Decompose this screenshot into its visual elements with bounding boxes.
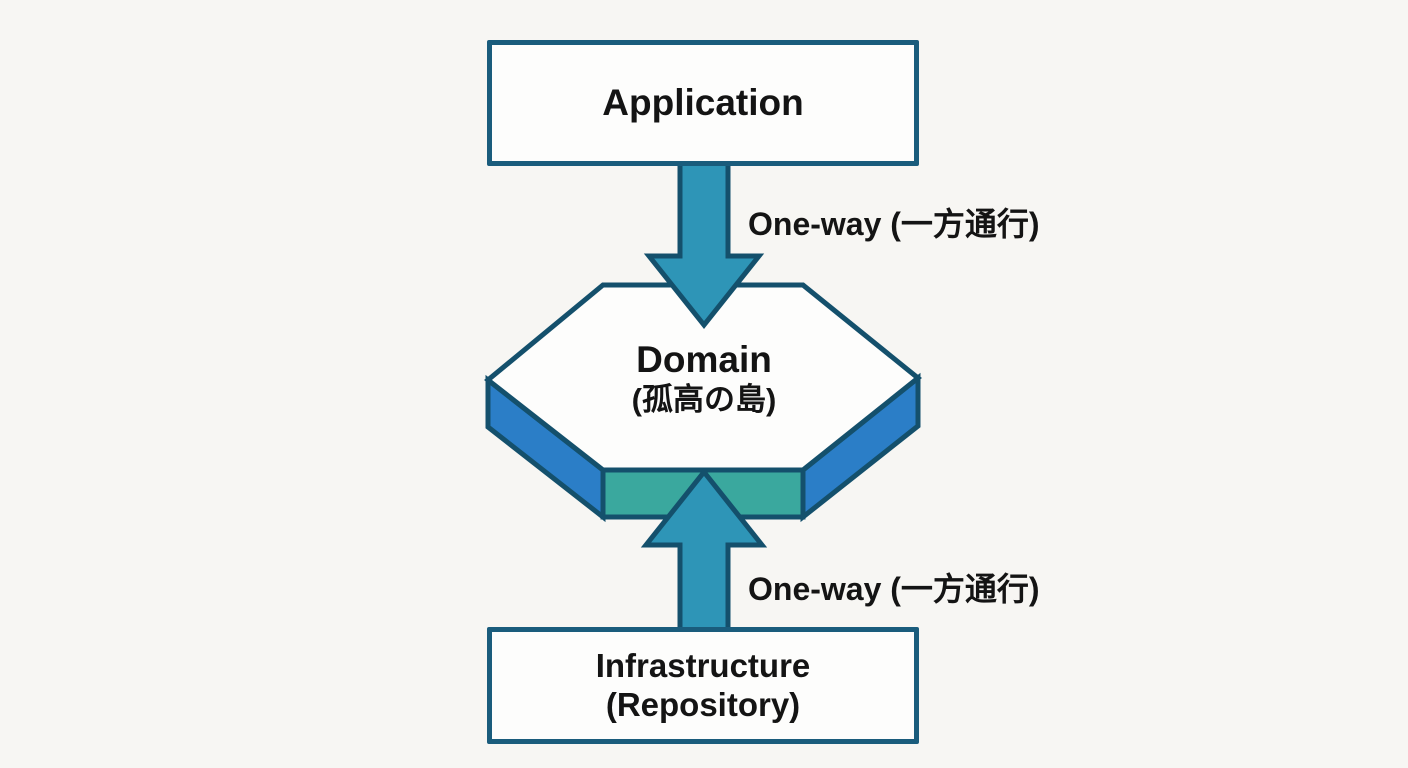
infrastructure-sublabel: (Repository) <box>605 685 801 723</box>
domain-sublabel: (孤高の島) <box>631 381 777 417</box>
edge-label-application-to-domain: One-way (一方通行) <box>748 206 1040 242</box>
domain-hexagon-top-face <box>484 282 922 473</box>
application-box: Application <box>487 40 919 166</box>
edge-label-infrastructure-to-domain: One-way (一方通行) <box>748 571 1040 607</box>
domain-hexagon-label: Domain (孤高の島) <box>528 339 880 419</box>
infrastructure-box: Infrastructure (Repository) <box>487 627 919 744</box>
infrastructure-label: Infrastructure <box>595 646 811 684</box>
arrow-down-application-to-domain <box>643 157 765 330</box>
application-label: Application <box>602 82 804 123</box>
domain-label: Domain <box>636 339 772 380</box>
